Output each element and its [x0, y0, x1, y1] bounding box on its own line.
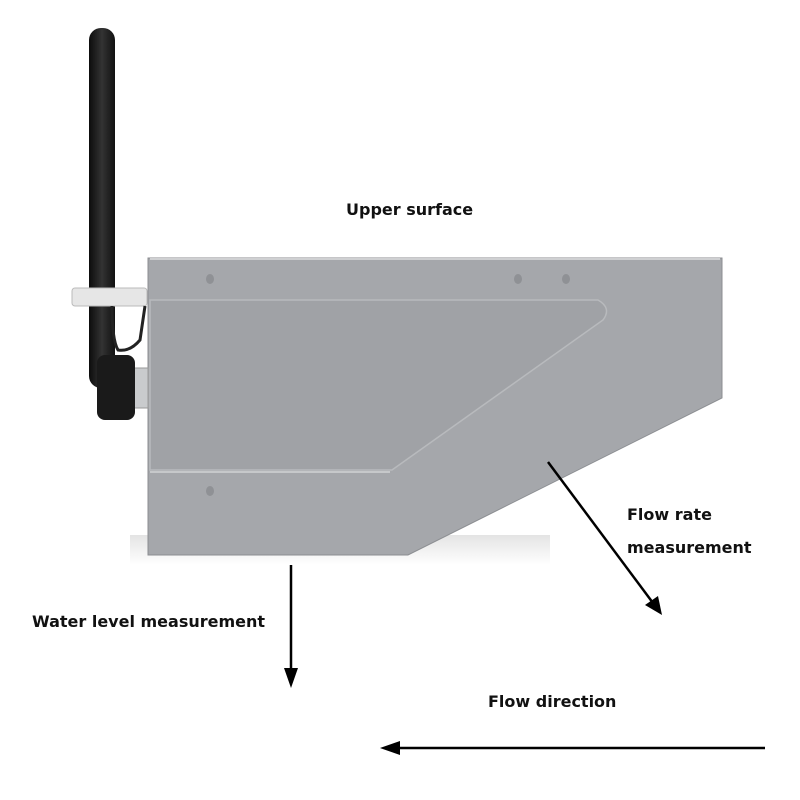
screw-dot: [514, 274, 522, 284]
water-level-arrow: [284, 565, 298, 688]
label-flow-rate-line1: Flow rate: [627, 505, 712, 524]
flow-rate-arrow: [546, 461, 662, 615]
antenna: [89, 28, 115, 388]
screw-dot: [562, 274, 570, 284]
screw-dot: [206, 486, 214, 496]
antenna-clip: [71, 287, 148, 307]
label-upper-surface: Upper surface: [346, 200, 474, 219]
flow-direction-arrow: [380, 741, 765, 755]
screw-dot: [206, 274, 214, 284]
side-panel: [149, 299, 608, 471]
label-flow-rate-line2: measurement: [627, 538, 752, 557]
label-water-level: Water level measurement: [32, 612, 266, 631]
connector: [97, 355, 135, 420]
label-flow-direction: Flow direction: [488, 692, 617, 711]
cable: [110, 305, 147, 352]
